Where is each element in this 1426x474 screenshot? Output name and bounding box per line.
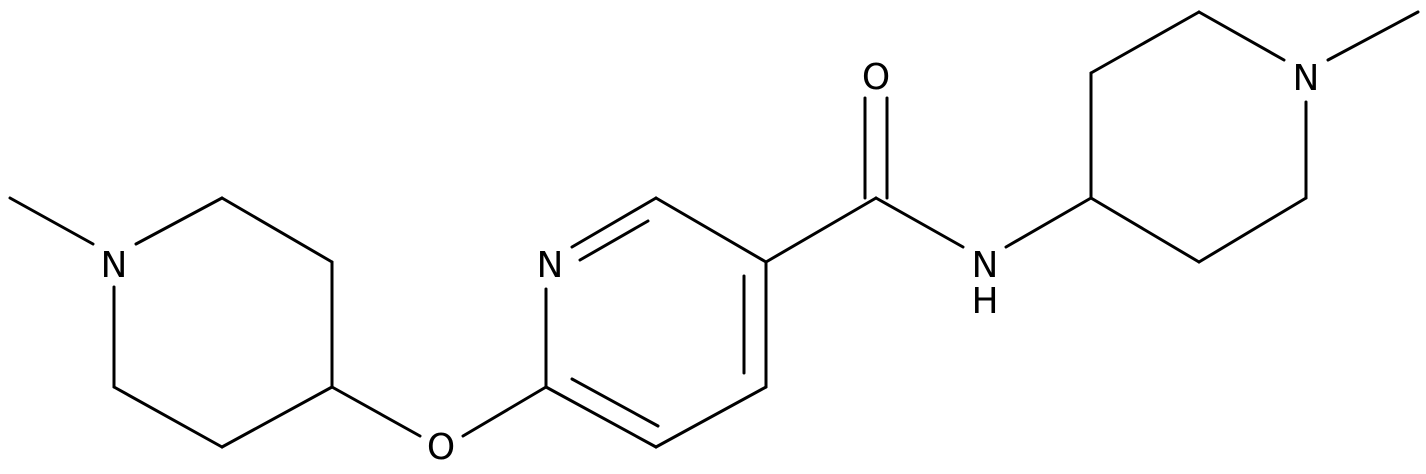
bond-c3-c2-pyridine	[654, 196, 768, 264]
bond-c6-c5-pyridine	[544, 385, 658, 449]
left-methylpiperidine-ring	[8, 196, 334, 449]
atom-label-n-amide: N	[972, 245, 999, 286]
atom-label-o-ether: O	[427, 427, 455, 468]
amide-group	[764, 96, 1093, 264]
atom-label-h-amide: H	[971, 281, 998, 322]
bond-c3-carbonyl	[764, 196, 878, 264]
bond-c4-c5-left	[220, 385, 334, 449]
right-methylpiperidine-ring	[1089, 10, 1420, 264]
bond-n-amide-c4-right	[1004, 196, 1093, 249]
bond-n-left-c2	[134, 196, 224, 246]
bond-methyl-n-left	[8, 196, 95, 246]
bond-c6-c5-pyridine-inner	[570, 377, 660, 428]
bond-c6-c5-right	[1197, 196, 1308, 264]
atom-label-n-pyridine: N	[537, 245, 564, 286]
bond-c5-c4-pyridine	[654, 385, 768, 449]
atom-label-n-left-piperidine: N	[101, 245, 128, 286]
ether-linkage	[330, 385, 548, 438]
bond-c2-n-pyridine	[570, 196, 658, 249]
bond-o-ether-pyridine	[461, 385, 548, 438]
bond-c5-c4-right	[1089, 196, 1201, 264]
bond-c2-n-right	[1197, 10, 1286, 62]
atom-labels: N O N O N H N	[101, 57, 1320, 468]
bond-n-right-methyl	[1326, 10, 1420, 62]
bond-c5-c6-left	[112, 385, 224, 449]
bond-carbonyl-n-amide	[874, 196, 965, 249]
bond-c3-c2-right	[1089, 10, 1201, 75]
bond-c2-c3-left	[220, 196, 334, 264]
bond-c4-o-ether	[330, 385, 422, 438]
pyridine-ring	[544, 196, 768, 449]
atom-label-n-right-piperidine: N	[1293, 58, 1320, 99]
bond-c2-n-pyridine-inner	[578, 219, 650, 262]
atom-label-o-carbonyl: O	[862, 57, 890, 98]
